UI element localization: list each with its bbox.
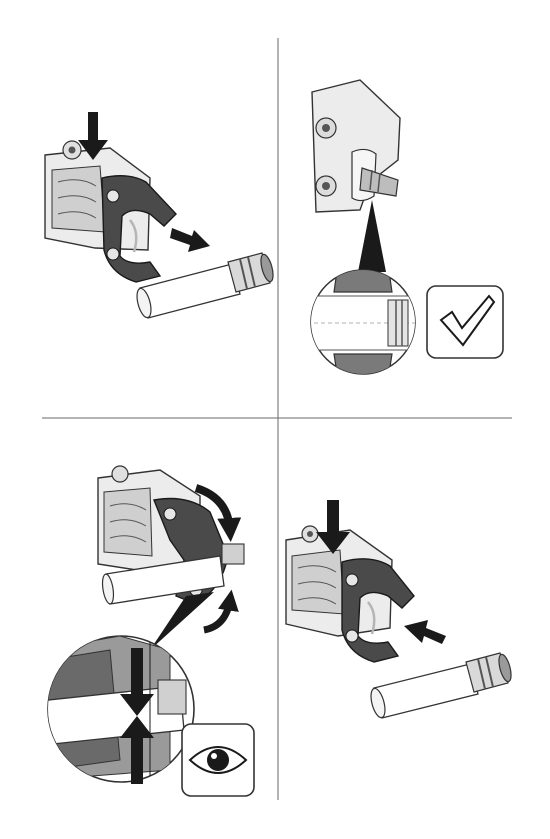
step-3-panel [30, 466, 254, 796]
pipe-with-fitting [368, 653, 513, 719]
magnified-closed-jaw-view [30, 636, 186, 790]
jaw-closeup [312, 80, 400, 212]
eye-inspection-badge [182, 724, 254, 796]
magnified-seating-view [300, 264, 430, 380]
pipe-with-fitting [134, 253, 275, 319]
pull-out-arrow [170, 228, 210, 252]
push-in-arrow [404, 620, 446, 644]
zoom-pointer [150, 592, 214, 650]
step-2-panel [300, 80, 503, 380]
zoom-pointer [358, 200, 386, 272]
check-mark-badge [427, 286, 503, 358]
open-jaw-arrow [204, 600, 230, 630]
step-1-panel [45, 112, 275, 319]
step-4-panel [286, 500, 513, 719]
